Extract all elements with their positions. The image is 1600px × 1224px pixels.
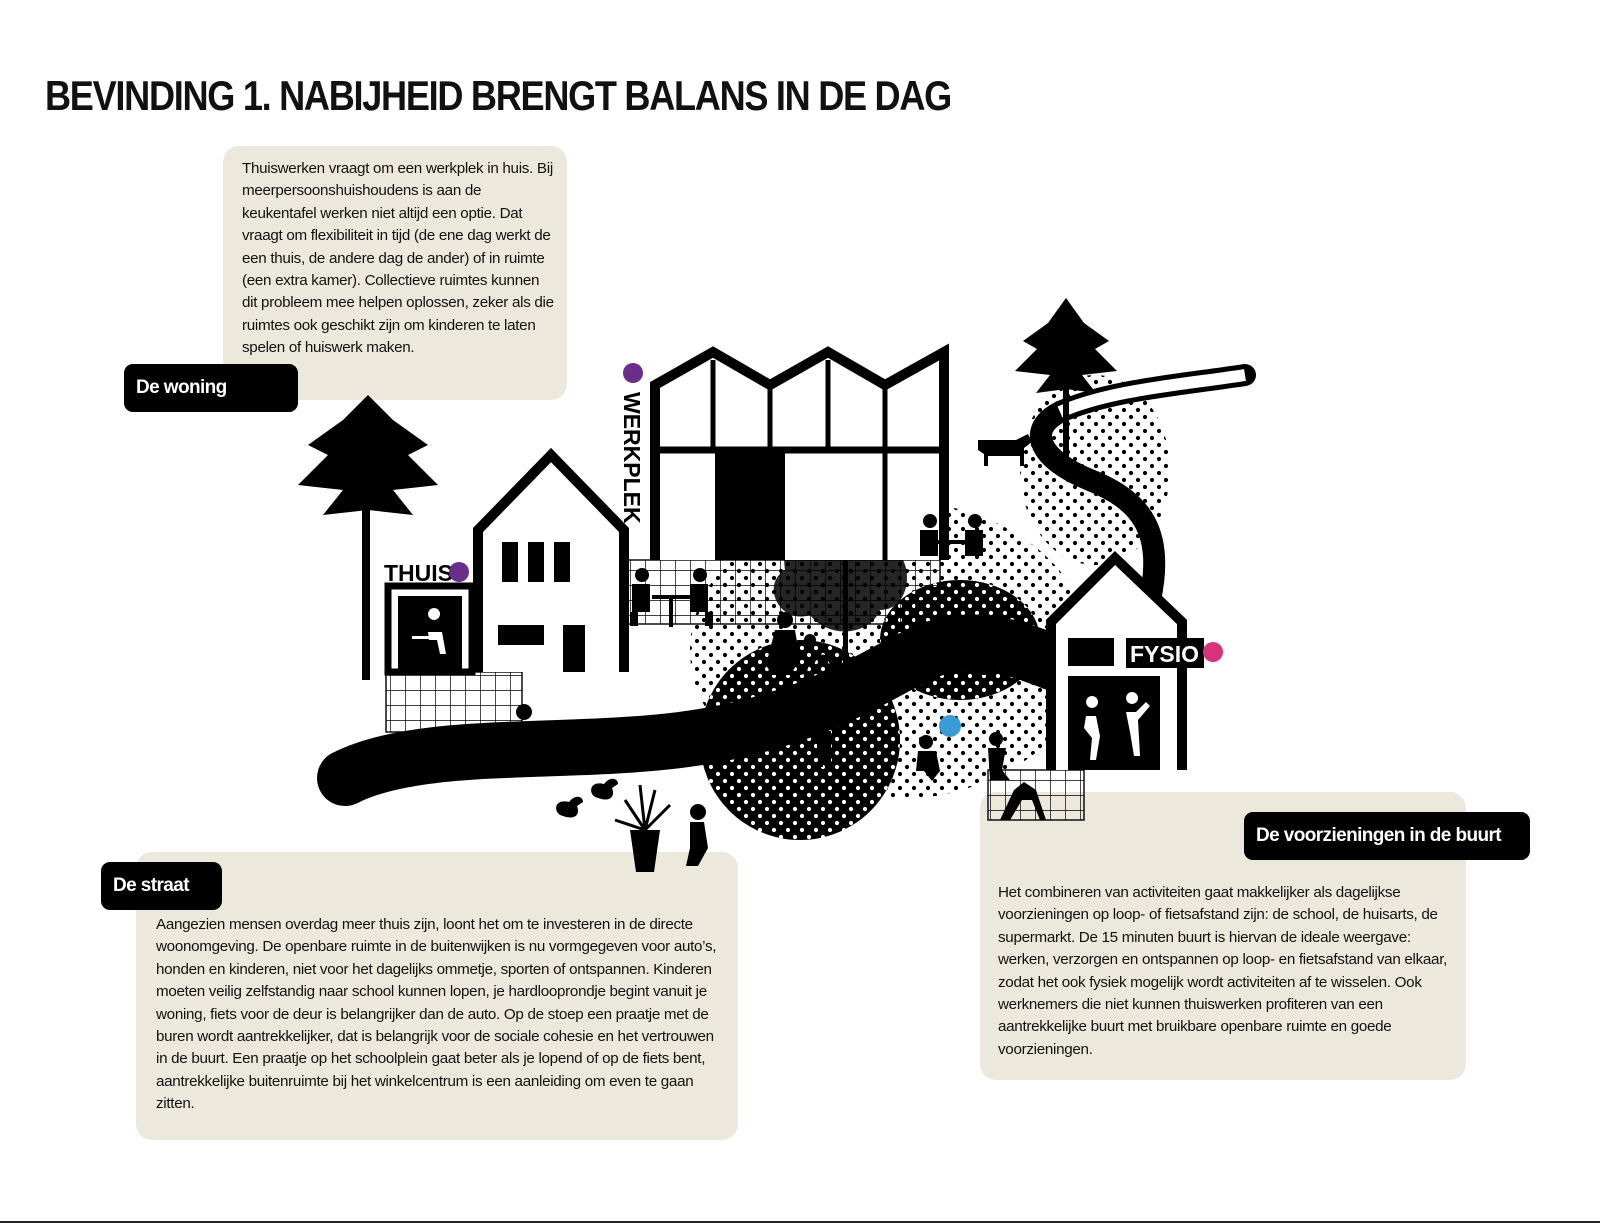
winding-road — [317, 364, 1256, 806]
straat-label: De straat — [101, 862, 222, 910]
fysio-marker — [1203, 642, 1223, 662]
woning-label: De woning — [124, 364, 298, 412]
voorzieningen-label: De voorzieningen in de buurt — [1244, 812, 1530, 860]
workplace-building — [650, 343, 949, 560]
straat-text: Aangezien mensen overdag meer thuis zijn… — [156, 916, 717, 1113]
werkplek-marker — [623, 363, 643, 383]
straat-textbox: Aangezien mensen overdag meer thuis zijn… — [136, 852, 738, 1140]
woning-textbox: Thuiswerken vraagt om een werkplek in hu… — [223, 146, 567, 400]
page-title: BEVINDING 1. NABIJHEID BRENGT BALANS IN … — [45, 72, 952, 119]
people-silhouettes — [511, 434, 1046, 872]
paved-grids — [385, 559, 1085, 821]
fysio-sign — [1126, 638, 1204, 668]
bottom-rule — [0, 1221, 1600, 1223]
dotted-plazas — [690, 375, 1170, 840]
house-thuis — [384, 447, 629, 676]
fysio-label: FYSIO — [1130, 641, 1199, 667]
thuis-label: THUIS — [384, 560, 453, 586]
house-fysio — [1046, 551, 1187, 770]
voorzieningen-text: Het combineren van activiteiten gaat mak… — [998, 884, 1448, 1058]
werkplek-label: WERKPLEK — [619, 392, 645, 524]
woning-text: Thuiswerken vraagt om een werkplek in hu… — [242, 160, 554, 357]
ball-marker — [939, 715, 961, 737]
thuis-marker — [449, 562, 469, 582]
